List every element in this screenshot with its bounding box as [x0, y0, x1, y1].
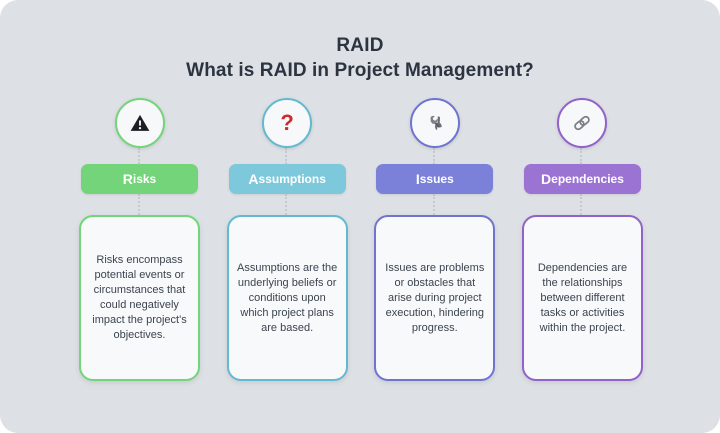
risks-label-initial: R — [122, 171, 133, 187]
dependencies-icon-circle[interactable] — [557, 98, 608, 148]
raid-card-assumptions: Assumptions are the underlying beliefs o… — [226, 215, 348, 381]
issues-description: Issues are problems or obstacles that ar… — [385, 261, 485, 334]
wrench-icon — [424, 112, 446, 134]
raid-card-dependencies: Dependencies are the relationships betwe… — [521, 215, 643, 381]
connector-icon-to-label — [137, 148, 142, 164]
connector-label-to-card — [432, 194, 437, 215]
warning-triangle-icon — [129, 112, 151, 134]
risks-description: Risks encompass potential events or circ… — [92, 254, 187, 341]
assumptions-label-rest: ssumptions — [258, 172, 326, 186]
raid-card-risks: Risks encompass potential events or circ… — [79, 215, 200, 381]
connector-icon-to-label — [285, 148, 289, 164]
dependencies-label-rest: ependencies — [551, 172, 624, 186]
question-mark-icon: ? — [280, 110, 294, 135]
connector-icon-to-label — [432, 148, 437, 164]
page-title: RAID What is RAID in Project Management? — [0, 34, 720, 84]
assumptions-label-initial: A — [248, 171, 259, 187]
title-subtitle: What is RAID in Project Management? — [186, 60, 534, 81]
issues-label-rest: ssues — [419, 172, 454, 186]
connector-icon-to-label — [580, 148, 584, 164]
connector-label-to-card — [285, 194, 289, 215]
chain-link-icon — [571, 112, 593, 134]
connector-label-to-card — [137, 194, 142, 215]
raid-card-issues: Issues are problems or obstacles that ar… — [374, 215, 496, 381]
risks-label-rest: isks — [132, 172, 157, 186]
dependencies-description: Dependencies are the relationships betwe… — [537, 261, 628, 334]
issues-label-initial: I — [415, 171, 420, 187]
issues-icon-circle[interactable] — [409, 98, 460, 148]
title-main: RAID — [336, 35, 384, 56]
assumptions-icon-circle[interactable]: ? — [262, 98, 313, 148]
assumptions-description: Assumptions are the underlying beliefs o… — [237, 261, 338, 334]
dependencies-label-initial: D — [541, 171, 552, 187]
connector-label-to-card — [580, 194, 584, 215]
risks-icon-circle[interactable] — [114, 98, 165, 148]
